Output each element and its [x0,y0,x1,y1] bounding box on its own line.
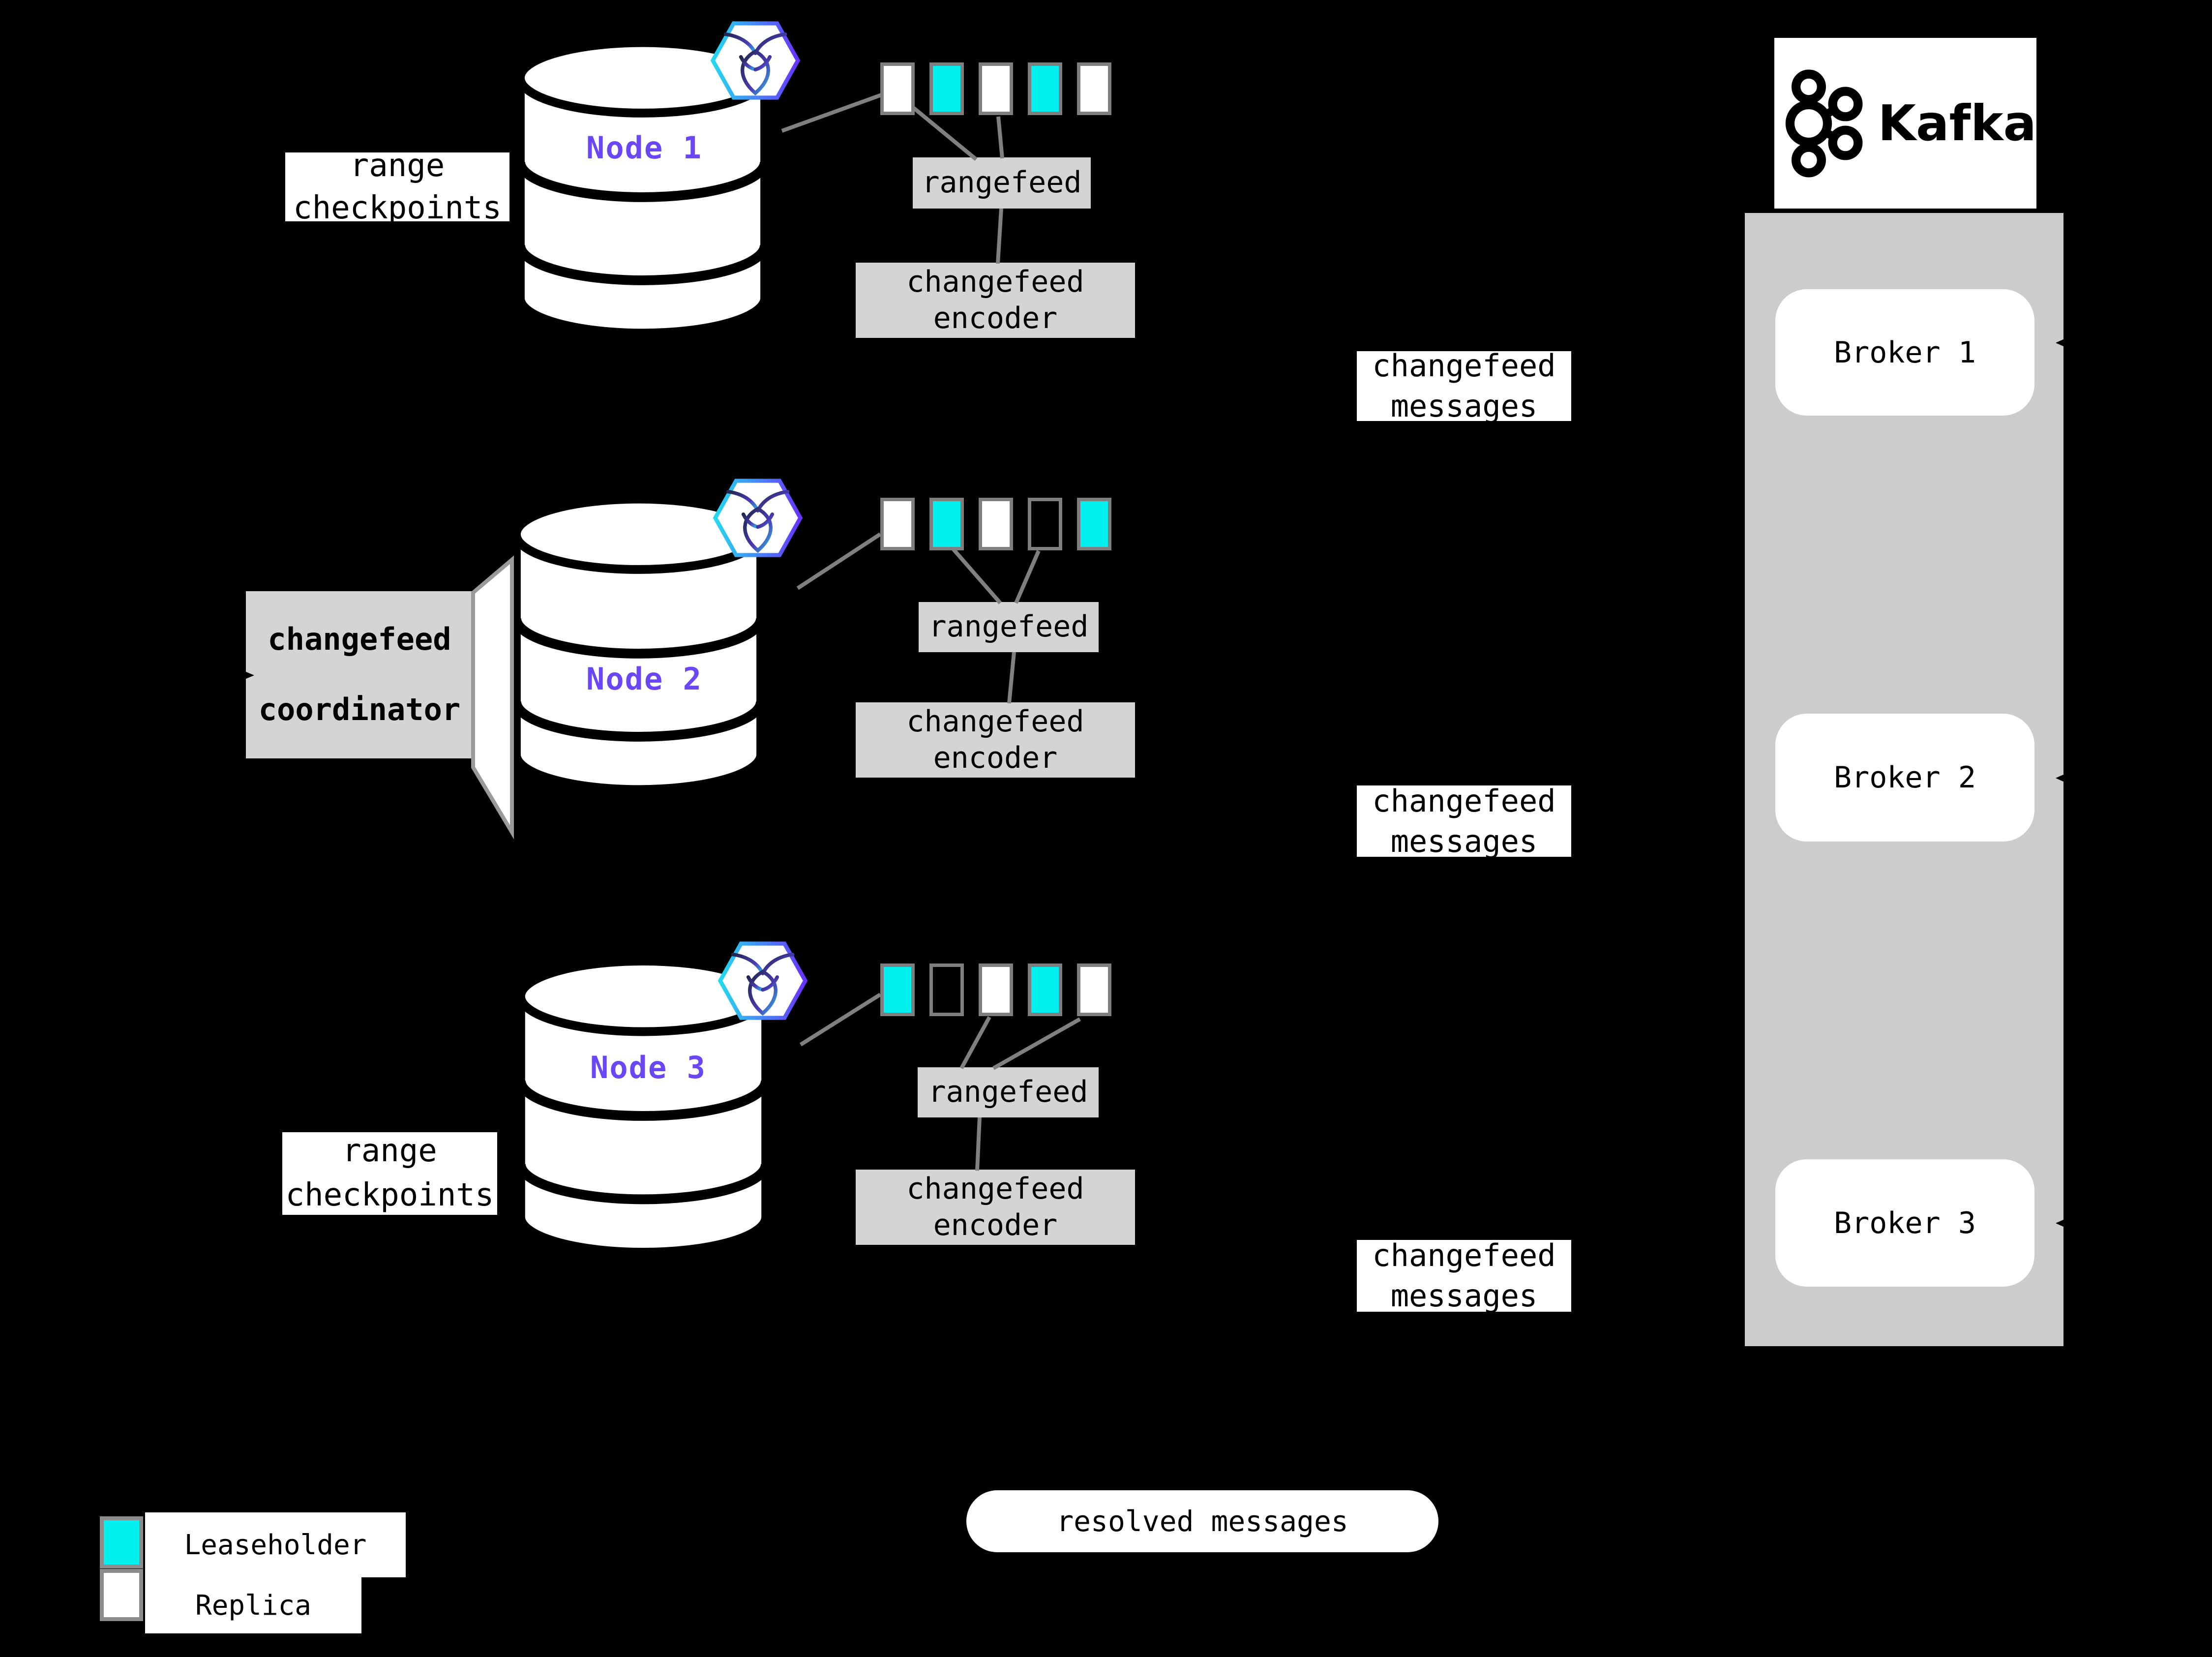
arrowheads [237,335,2073,1231]
range-square [929,964,964,1016]
range-square [929,498,964,550]
kafka-broker-2: Broker 2 [1775,714,2034,842]
range-square [1028,62,1062,115]
rangefeed-box-1: rangefeed [913,157,1091,209]
range-square [1028,498,1062,550]
messages-line1: changefeed [1372,348,1556,384]
kafka-broker-3: Broker 3 [1775,1159,2034,1287]
changefeed-messages-label-3: changefeed messages [1357,1237,1571,1314]
range-square [880,62,915,115]
range-checkpoints-line2: checkpoints [293,190,502,226]
node-1-label: Node 1 [586,129,702,166]
messages-line1: changefeed [1372,1237,1556,1274]
node-3-cylinder [515,957,771,1256]
cockroachdb-logo-icon [710,21,801,100]
encoder-line1: changefeed [906,704,1084,739]
node-1-cylinder [515,38,770,337]
legend-replica-swatch [100,1569,143,1621]
coordinator-line2: coordinator [258,692,461,727]
encoder-line2: encoder [933,1207,1058,1242]
legend-replica-label: Replica [145,1577,361,1633]
broker-3-arrowhead-icon [2056,1215,2073,1231]
changefeed-coordinator-callout: changefeed coordinator [246,591,473,758]
connector-lines [781,93,1081,1171]
kafka-logo-icon [1785,69,1863,178]
cockroachdb-logo-icon [717,941,808,1020]
broker-2-label: Broker 2 [1834,760,1976,795]
rangefeed-label: rangefeed [922,165,1082,200]
kafka-broker-1: Broker 1 [1775,289,2034,416]
resolved-messages-pill: resolved messages [966,1490,1438,1552]
range-square [979,62,1013,115]
rangefeed-label: rangefeed [928,1075,1088,1110]
node-3-label: Node 3 [590,1049,706,1085]
legend-leaseholder-swatch [100,1516,143,1568]
coordinator-callout-flap [471,555,514,840]
cockroachdb-logo-icon [713,479,803,557]
kafka-brand-box: Kafka [1774,38,2036,209]
range-square [1077,498,1111,550]
broker-1-label: Broker 1 [1834,335,1976,370]
resolved-messages-label: resolved messages [1056,1505,1348,1538]
rangefeed-label: rangefeed [928,609,1089,644]
coordinator-arrowhead-icon [237,668,254,683]
range-square [880,964,915,1016]
range-square [1028,964,1062,1016]
range-checkpoints-line1: range [342,1133,437,1170]
broker-2-arrowhead-icon [2056,770,2073,786]
range-checkpoints-label-2: range checkpoints [282,1132,497,1215]
encoder-line2: encoder [933,740,1058,775]
changefeed-encoder-box-3: changefeed encoder [856,1170,1135,1245]
node-2-cylinder [511,495,766,794]
changefeed-encoder-box-1: changefeed encoder [856,263,1135,338]
rangefeed-box-3: rangefeed [918,1067,1099,1117]
coordinator-line1: changefeed [268,621,451,658]
kafka-wordmark: Kafka [1878,94,2036,152]
range-square [880,498,915,550]
range-square [1077,964,1111,1016]
messages-line2: messages [1390,823,1538,859]
legend-leaseholder-text: Leaseholder [184,1529,367,1561]
changefeed-encoder-box-2: changefeed encoder [856,702,1135,778]
legend-leaseholder-label: Leaseholder [145,1512,406,1577]
range-square [979,964,1013,1016]
range-square [1077,62,1111,115]
changefeed-messages-label-1: changefeed messages [1357,348,1571,424]
node-2-label: Node 2 [586,661,702,697]
legend-replica-text: Replica [195,1589,311,1622]
broker-1-arrowhead-icon [2056,335,2073,351]
rangefeed-box-2: rangefeed [919,602,1099,652]
changefeed-messages-label-2: changefeed messages [1357,783,1571,859]
encoder-line1: changefeed [906,265,1084,300]
messages-line2: messages [1390,1278,1538,1314]
encoder-line1: changefeed [906,1172,1084,1206]
range-checkpoints-line1: range [350,147,445,184]
range-checkpoints-label-1: range checkpoints [285,148,509,226]
range-checkpoints-line2: checkpoints [285,1177,494,1213]
messages-line2: messages [1390,388,1538,424]
encoder-line2: encoder [933,301,1058,335]
broker-3-label: Broker 3 [1834,1205,1976,1240]
range-square [979,498,1013,550]
messages-line1: changefeed [1372,783,1556,819]
range-square [929,62,964,115]
